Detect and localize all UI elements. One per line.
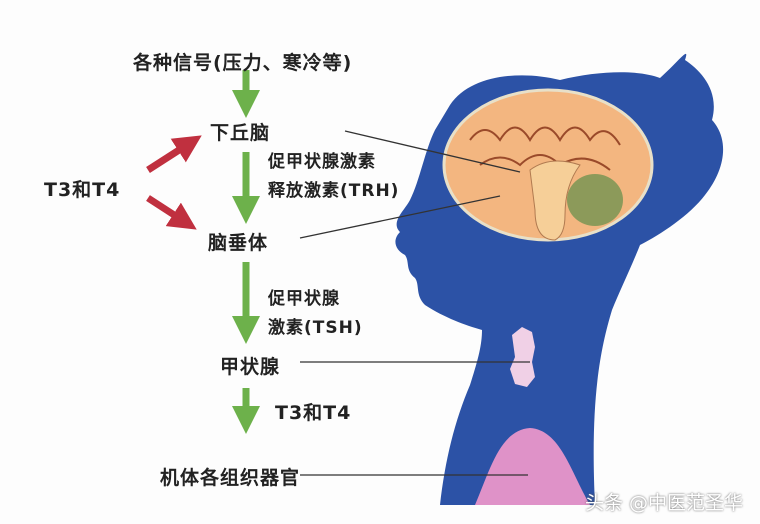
organs [475, 428, 590, 505]
pituitary-label: 脑垂体 [208, 232, 269, 254]
body-tissues-label: 机体各组织器官 [160, 467, 301, 489]
tsh-label: 促甲状腺 激素(TSH) [268, 285, 363, 343]
tsh-line2: 激素(TSH) [268, 318, 363, 338]
hypothalamus-label: 下丘脑 [210, 122, 271, 144]
thyroid-label: 甲状腺 [220, 356, 281, 378]
feedback-hormones-label: T3和T4 [44, 179, 121, 201]
thyroid-gland [510, 327, 535, 387]
trh-label: 促甲状腺激素 释放激素(TRH) [268, 148, 399, 206]
tsh-line1: 促甲状腺 [268, 289, 340, 309]
signals-label: 各种信号(压力、寒冷等) [133, 52, 353, 74]
trh-line2: 释放激素(TRH) [268, 181, 400, 201]
trh-line1: 促甲状腺激素 [268, 152, 376, 172]
output-hormones-label: T3和T4 [275, 402, 352, 424]
cerebellum [567, 174, 623, 226]
feedback-arrow-pituitary [146, 195, 197, 230]
feedback-arrow-hypothalamus [146, 135, 202, 173]
watermark: 头条 @中医范圣华 [585, 492, 744, 514]
